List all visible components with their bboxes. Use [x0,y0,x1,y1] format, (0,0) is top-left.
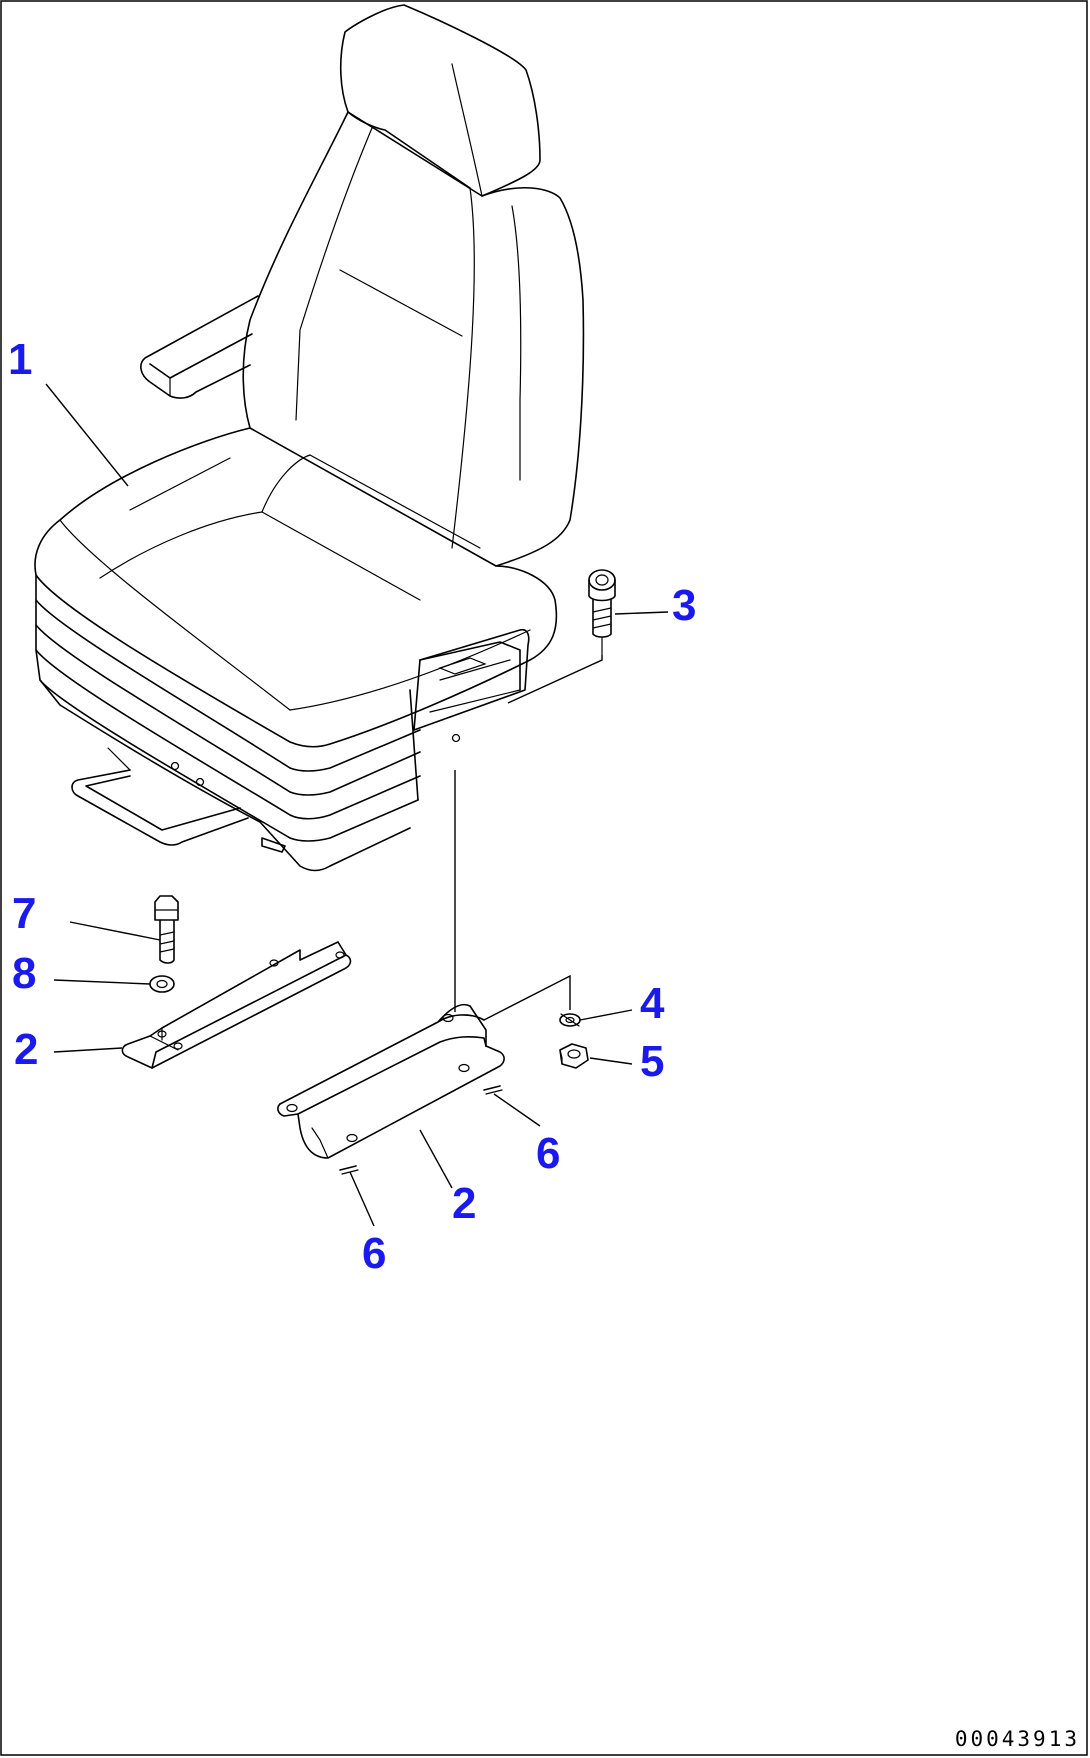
callout-7: 7 [12,889,36,938]
mounting-bolt-3 [588,569,616,656]
callout-5: 5 [640,1037,664,1086]
bolt-7 [154,895,179,964]
bolt-path-line [507,655,603,704]
callout-1: 1 [8,335,32,384]
callout-8: 8 [12,949,36,998]
callout-6-left: 6 [362,1229,386,1278]
pin-6-left [339,1165,359,1175]
leader-lines [45,383,669,1227]
washer-assembly-line [483,974,571,1021]
seat-suspension [35,574,530,872]
callout-labels: 1 3 7 8 2 4 5 6 2 6 [8,335,696,1278]
callout-3: 3 [672,581,696,630]
nut-5 [559,1043,589,1069]
bracket-2-right [277,1003,505,1159]
bracket-2-left [121,941,352,1069]
pin-6-right [483,1085,503,1095]
washer-8 [149,975,175,993]
callout-2-left: 2 [14,1025,38,1074]
operator-seat [34,4,585,872]
seat-cushion [34,427,558,748]
callout-2-right: 2 [452,1179,476,1228]
headrest [339,4,541,197]
document-number: 00043913 [955,1727,1080,1751]
washer-4 [559,1013,581,1027]
callout-6-right: 6 [536,1129,560,1178]
callout-4: 4 [640,979,665,1028]
backrest [242,111,585,567]
armrest [140,295,259,399]
